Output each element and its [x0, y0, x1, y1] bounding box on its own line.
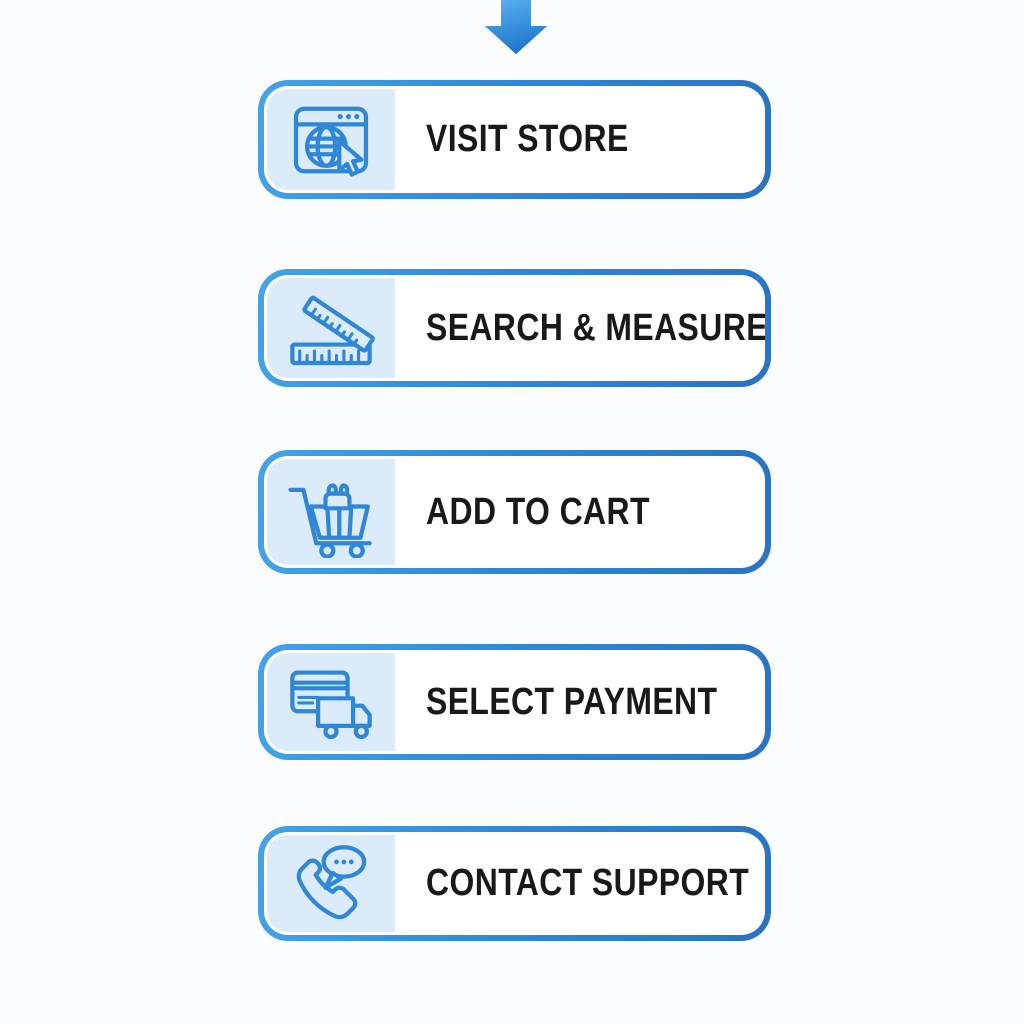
icon-panel: [267, 459, 395, 565]
credit-card-truck-icon: [290, 670, 372, 740]
phone-chat-icon: [296, 844, 367, 919]
step-body: SEARCH & MEASURE: [264, 275, 765, 381]
step-label: ADD TO CART: [426, 490, 650, 533]
ruler-measure-icon: [290, 295, 375, 366]
step-search-measure: SEARCH & MEASURE: [258, 269, 771, 387]
step-add-to-cart: ADD TO CART: [258, 450, 771, 574]
step-body: CONTACT SUPPORT: [264, 832, 765, 935]
step-body: ADD TO CART: [264, 456, 765, 568]
browser-globe-cursor-icon: [293, 106, 369, 177]
icon-panel: [267, 653, 395, 751]
step-select-payment: SELECT PAYMENT: [258, 644, 771, 760]
step-label: CONTACT SUPPORT: [426, 862, 750, 904]
icon-panel: [267, 835, 395, 932]
step-body: SELECT PAYMENT: [264, 650, 765, 754]
step-label: SEARCH & MEASURE: [426, 306, 765, 349]
icon-panel: [267, 89, 395, 190]
step-visit-store: VISIT STORE: [258, 80, 771, 199]
shopping-cart-icon: [288, 483, 372, 558]
step-label: VISIT STORE: [426, 118, 629, 160]
icon-panel: [267, 278, 395, 378]
step-body: VISIT STORE: [264, 86, 765, 193]
down-arrow-icon: [485, 0, 547, 54]
step-label: SELECT PAYMENT: [426, 680, 718, 723]
step-contact-support: CONTACT SUPPORT: [258, 826, 771, 941]
